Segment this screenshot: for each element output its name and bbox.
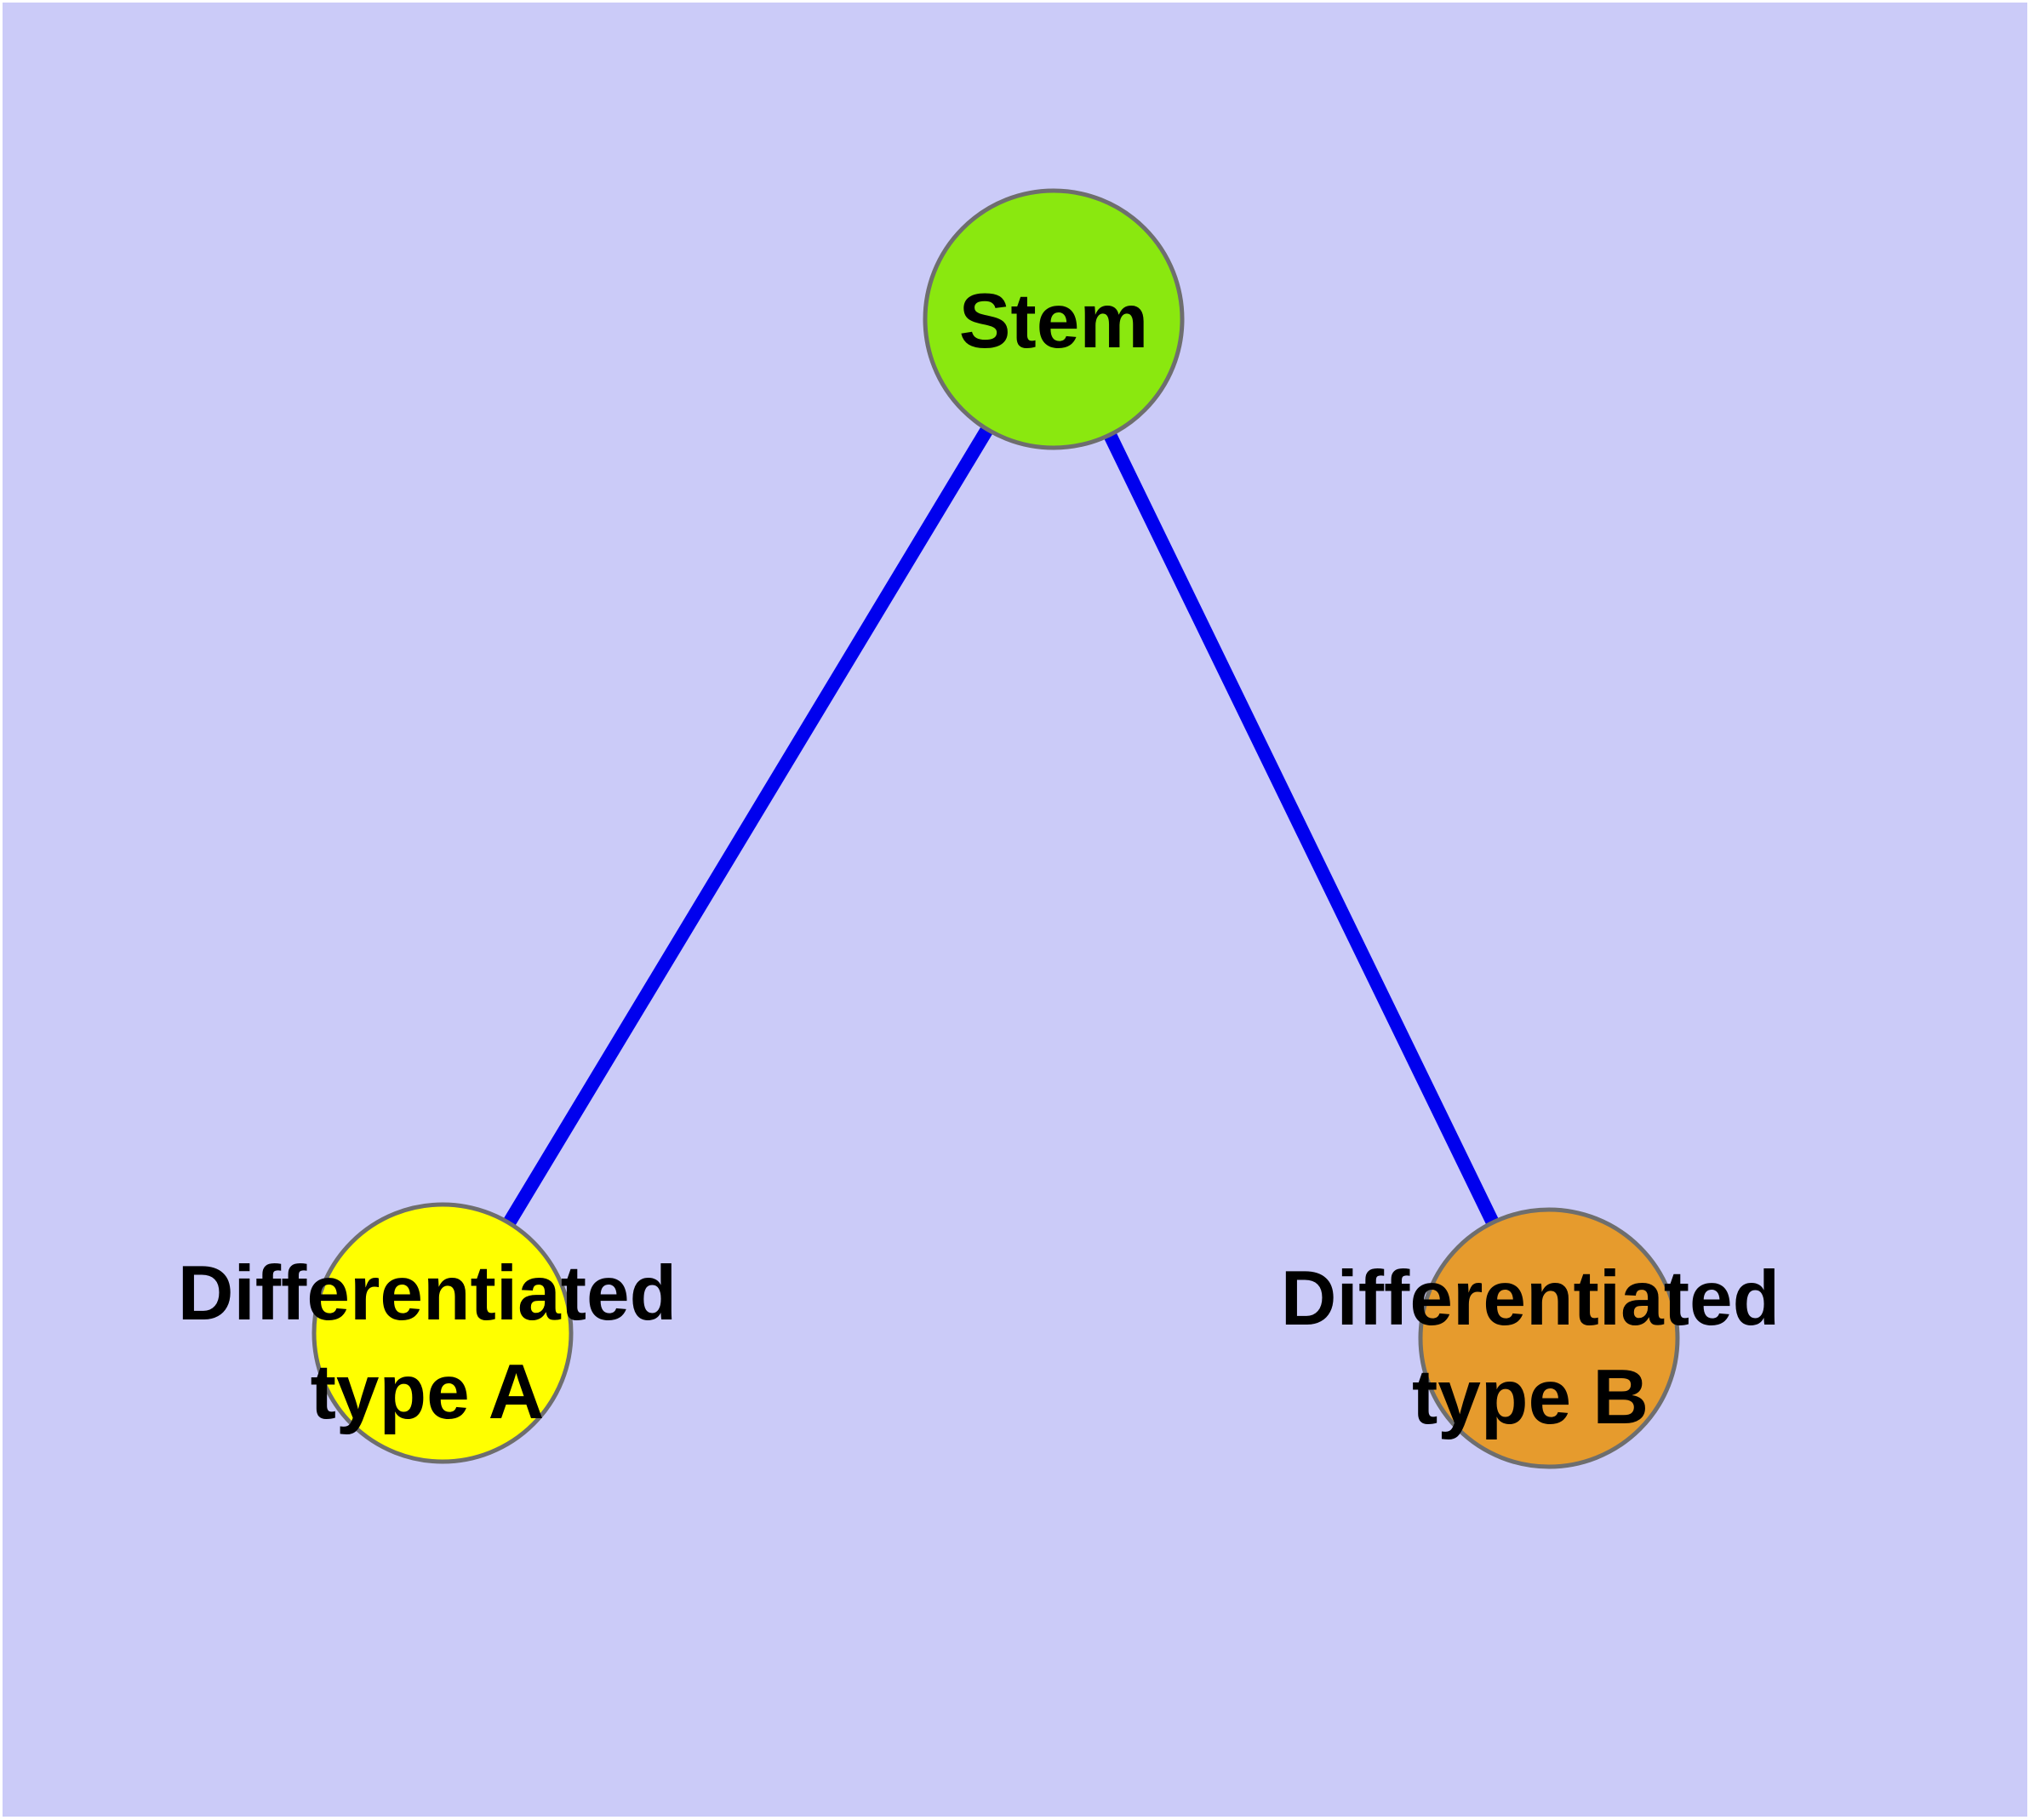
node-differentiated-type-b [1418, 1207, 1680, 1469]
node-stem [923, 188, 1185, 450]
node-label-stem: Stem [959, 278, 1149, 364]
node-label-type-b-line1: Differentiated [1281, 1256, 1780, 1342]
node-differentiated-type-a [311, 1202, 574, 1464]
node-label-type-a-line2: type A [311, 1349, 545, 1435]
node-label-type-b-line2: type B [1412, 1354, 1649, 1440]
node-label-type-a-line1: Differentiated [178, 1251, 677, 1336]
edge-stem-to-type-b [1047, 316, 1556, 1342]
edge-stem-to-type-a [437, 315, 1060, 1337]
